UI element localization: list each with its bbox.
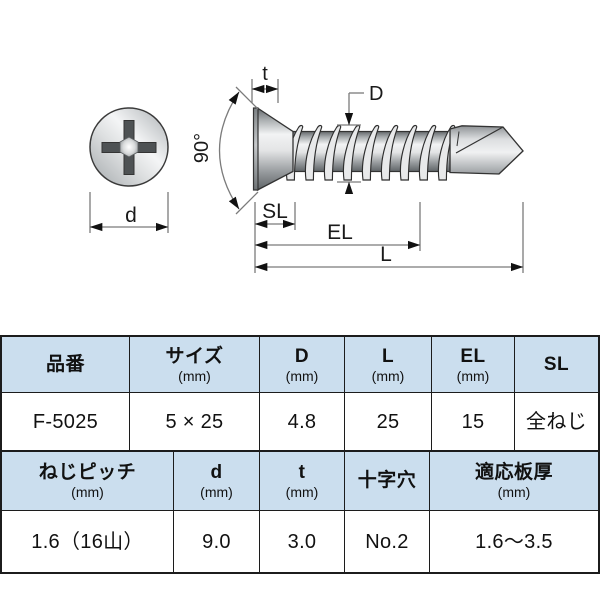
screw-side-view <box>252 106 524 192</box>
value-cell-SL: 全ねじ <box>526 410 587 433</box>
screw-diagram-svg: d t 90° <box>89 63 524 273</box>
header-cell-D: D (mm) <box>260 337 345 392</box>
dim-angle-90: 90° <box>191 86 259 215</box>
value-cell-size: 5 × 25 <box>130 393 260 450</box>
head-top-face <box>252 107 259 191</box>
value-cell-L: 25 <box>345 393 432 450</box>
spec-table-value-row-2: 1.6（16山） 9.0 3.0 No.2 1.6～3.5 <box>2 510 598 572</box>
value-cell-thread-pitch: 1.6（16山） <box>2 511 174 572</box>
dim-label-angle: 90° <box>191 133 213 163</box>
value-cell-D: 4.8 <box>260 393 345 450</box>
header-cell-thread-pitch: ねじピッチ (mm) <box>2 452 174 510</box>
spec-table-value-row-1: F-5025 5 × 25 4.8 25 15 全ねじ <box>2 392 598 450</box>
dim-D: D <box>337 83 383 195</box>
dim-SL-EL-L: SL EL L <box>254 200 524 273</box>
value-cell-EL: 15 <box>432 393 515 450</box>
spec-table-header-row-2: ねじピッチ (mm) d (mm) t (mm) 十字穴 適応板厚 (mm) <box>2 450 598 510</box>
value-cell-cross-recess: No.2 <box>345 511 430 572</box>
value-cell-part-number: F-5025 <box>2 393 130 450</box>
value-cell-applicable-thickness: 1.6～3.5 <box>475 530 553 553</box>
value-cell-t: 3.0 <box>260 511 345 572</box>
value-cell-d: 9.0 <box>174 511 260 572</box>
header-cell-part-number: 品番 <box>2 337 130 392</box>
dim-label-t: t <box>262 63 268 85</box>
drill-point <box>449 125 524 175</box>
screw-dimension-diagram: d t 90° <box>89 63 524 273</box>
spec-table: 品番 サイズ (mm) D (mm) L (mm) EL (mm) SL F-5… <box>0 335 600 574</box>
screw-head-top-view <box>89 107 169 187</box>
dim-label-d: d <box>125 204 137 227</box>
header-cell-t: t (mm) <box>260 452 345 510</box>
dim-d: d <box>89 192 169 233</box>
header-cell-cross-recess: 十字穴 <box>345 452 430 510</box>
dim-label-L: L <box>380 243 392 266</box>
header-cell-d: d (mm) <box>174 452 260 510</box>
dim-t: t <box>251 63 279 103</box>
header-cell-size: サイズ (mm) <box>130 337 260 392</box>
dim-label-D: D <box>369 83 383 105</box>
header-cell-EL: EL (mm) <box>432 337 515 392</box>
header-cell-applicable-thickness: 適応板厚 (mm) <box>474 462 553 500</box>
header-cell-SL: SL <box>543 353 570 375</box>
header-cell-L: L (mm) <box>345 337 432 392</box>
dim-label-SL: SL <box>262 200 288 223</box>
dim-label-EL: EL <box>327 221 353 244</box>
spec-table-header-row-1: 品番 サイズ (mm) D (mm) L (mm) EL (mm) SL <box>2 337 598 392</box>
